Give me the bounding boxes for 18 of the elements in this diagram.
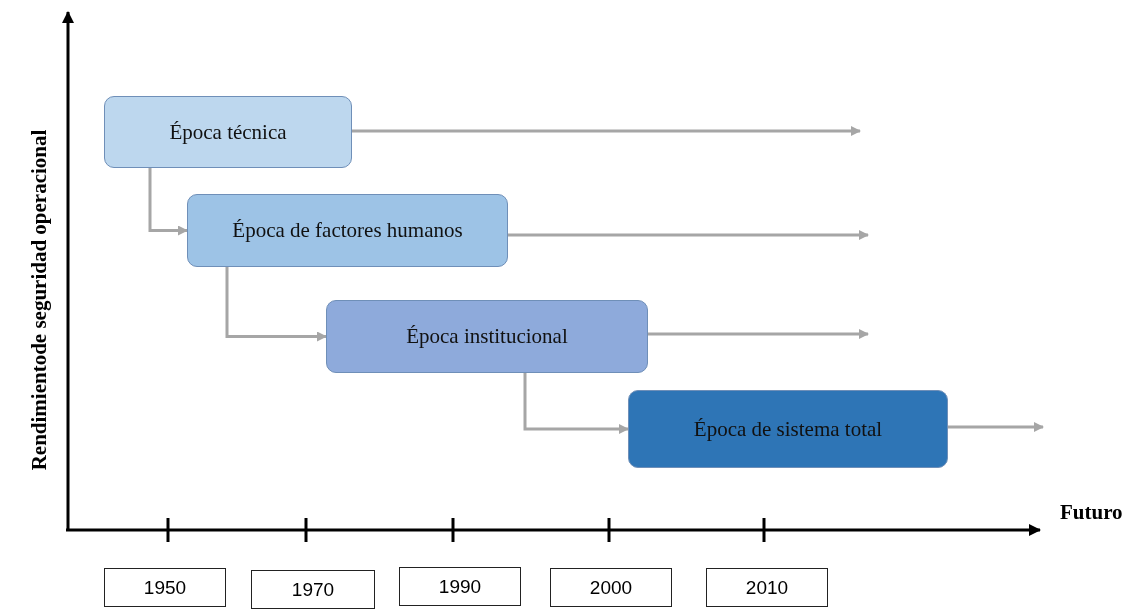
arrow xyxy=(148,168,188,236)
year-box: 1970 xyxy=(251,570,375,609)
era-box: Época institucional xyxy=(326,300,648,373)
year-box: 1990 xyxy=(399,567,521,606)
axis-label: Futuro xyxy=(1060,500,1123,525)
year-box: 2010 xyxy=(706,568,828,607)
year-box: 2000 xyxy=(550,568,672,607)
era-box: Época de factores humanos xyxy=(187,194,508,267)
arrow xyxy=(948,422,1044,432)
axis-title: Rendimientode seguridad operacional xyxy=(26,129,52,471)
arrow xyxy=(508,230,869,240)
arrow xyxy=(225,267,327,342)
year-box: 1950 xyxy=(104,568,226,607)
era-box: Época técnica xyxy=(104,96,352,168)
arrow xyxy=(648,329,869,339)
arrow xyxy=(523,373,629,434)
arrow xyxy=(352,126,861,136)
era-box: Época de sistema total xyxy=(628,390,948,468)
